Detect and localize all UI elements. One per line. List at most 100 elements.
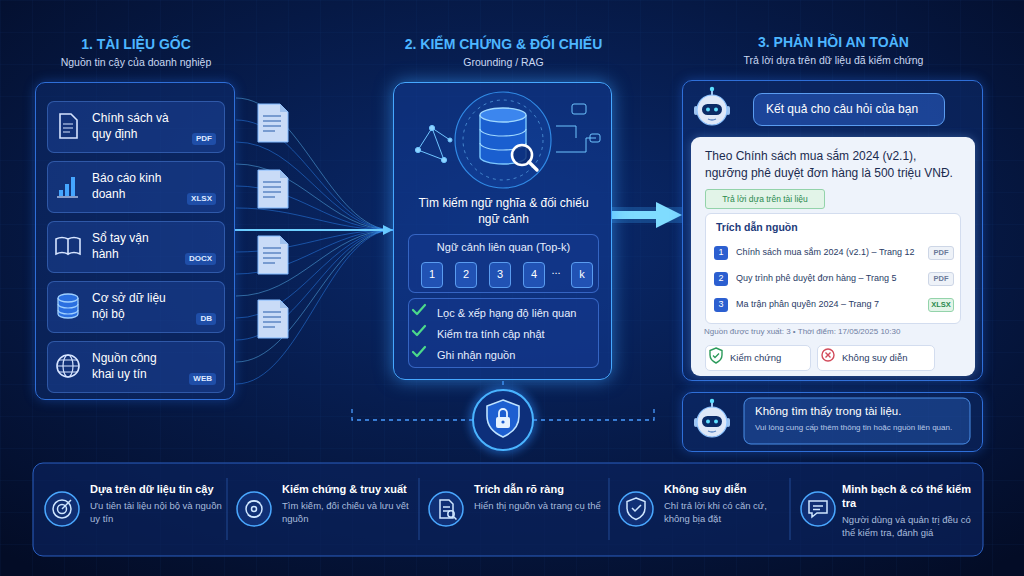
stream-line (236, 120, 393, 230)
document-pages (258, 104, 288, 338)
citation-text: Chính sách mua sắm 2024 (v2.1) – Trang 1… (736, 242, 922, 264)
stream-line (236, 98, 393, 230)
citation-box: Trích dẫn nguồn 1 Chính sách mua sắm 2024 … (705, 213, 961, 324)
rank-chip: 4 (523, 262, 545, 288)
feature-band (33, 463, 983, 556)
check-item: Lọc & xếp hạng độ liên quan (437, 307, 595, 321)
stream-line (236, 230, 393, 231)
check-item: Ghi nhận nguồn (437, 349, 595, 363)
stream-line (236, 230, 393, 362)
column-subtitle: Grounding / RAG (364, 56, 643, 69)
arrow-glow (612, 207, 682, 223)
data-streams (236, 98, 393, 384)
column-subtitle: Nguồn tin cậy của doanh nghiệp (26, 56, 246, 69)
source-name: Chính sách và quy định (92, 102, 172, 152)
feature-item: Kiểm chứng & truy xuấtTìm kiếm, đối chiế… (236, 478, 416, 540)
feature-text: Hiển thị nguồn và trang cụ thể (474, 500, 604, 513)
security-shield (469, 386, 537, 454)
format-tag: PDF (928, 272, 954, 286)
feature-item: Trích dẫn rõ ràngHiển thị nguồn và trang… (428, 478, 606, 540)
citation-text: Ma trận phân quyền 2024 – Trang 7 (736, 294, 922, 316)
source-icons (56, 114, 80, 377)
rank-chip: 1 (421, 262, 443, 288)
message-bubble (744, 398, 970, 444)
fallback-panel: Không tìm thấy trong tài liệu. Vui lòng c… (682, 392, 983, 452)
rank-number: 3 (490, 263, 510, 287)
source-item: Cơ sở dữ liệu nội bộ DB (47, 281, 225, 333)
chat-bubble: Kết quả cho câu hỏi của bạn (753, 93, 945, 126)
source-item: Báo cáo kinh doanhXLSX (47, 161, 225, 213)
rank-number: 2 (456, 263, 476, 287)
database-illustration (415, 92, 600, 188)
feature-title: Kiểm chứng & truy xuất (282, 483, 414, 497)
rank-chip: k (571, 262, 593, 288)
column-heading: 3. PHẢN HỒI AN TOÀN (683, 34, 984, 52)
stream-line (236, 230, 393, 340)
format-tag: XLSX (928, 298, 954, 312)
format-tag: DOCX (185, 253, 216, 265)
feature-item: Dựa trên dữ liệu tin cậy Ưu tiên tài liệu… (44, 478, 224, 540)
rank-chip: 3 (489, 262, 511, 288)
format-tag: WEB (189, 373, 216, 385)
flow-arrow (612, 211, 661, 219)
chat-message: Không tìm thấy trong tài liệu. (755, 404, 969, 418)
stream-line (236, 208, 393, 230)
answer-text: Theo Chính sách mua sắm 2024 (v2.1), ngư… (705, 148, 959, 183)
citation-number: 2 (714, 272, 728, 286)
feature-icons (45, 492, 835, 526)
column-subtitle: Trả lời dựa trên dữ liệu đã kiểm chứng (683, 54, 984, 67)
citation-number: 3 (714, 298, 728, 312)
citation-row: 2 Quy trình phê duyệt đơn hàng – Trang 5 P… (714, 268, 954, 293)
rank-number: 4 (524, 263, 544, 287)
stream-line (236, 142, 393, 230)
button-label: Kiểm chứng (730, 346, 781, 370)
format-tag: PDF (928, 246, 954, 260)
feature-text: Ưu tiên tài liệu nội bộ và nguồn uy tín (90, 500, 222, 526)
box-title: Ngữ cảnh liên quan (Top-k) (409, 241, 598, 255)
feature-text: Người dùng và quản trị đều có thể kiểm t… (842, 514, 976, 540)
feature-item: Không suy diễnChỉ trả lời khi có căn cứ,… (618, 478, 788, 540)
column-heading: 2. KIỂM CHỨNG & ĐỐI CHIẾU (364, 36, 643, 54)
button-icons (710, 348, 834, 363)
process-panel: 2. KIỂM CHỨNG & ĐỐI CHIẾUGrounding / RAG… (393, 82, 612, 380)
process-caption: Tìm kiếm ngữ nghĩa & đối chiếu ngữ cảnh (410, 196, 597, 227)
format-tag: PDF (192, 133, 216, 145)
feature-item: Minh bạch & có thể kiểm traNgười dùng và… (796, 478, 978, 545)
column-heading: 1. TÀI LIỆU GỐC (26, 36, 246, 54)
format-tag: XLSX (187, 193, 216, 205)
status-tag: Trả lời dựa trên tài liệu (705, 189, 825, 209)
citation-text: Quy trình phê duyệt đơn hàng – Trang 5 (736, 268, 922, 290)
feature-title: Dựa trên dữ liệu tin cậy (90, 483, 222, 497)
citation-number: 1 (714, 246, 728, 260)
feature-text: Chỉ trả lời khi có căn cứ, không bịa đặt (664, 500, 786, 526)
robot-avatars (694, 87, 730, 437)
citation-heading: Trích dẫn nguồn (716, 221, 798, 234)
citation-row: 1 Chính sách mua sắm 2024 (v2.1) – Trang … (714, 242, 954, 267)
flow-arrow (235, 229, 386, 231)
rank-number: 1 (422, 263, 442, 287)
source-name: Cơ sở dữ liệu nội bộ (92, 282, 172, 332)
context-box: Ngữ cảnh liên quan (Top-k) 1234 k (408, 234, 599, 293)
rank-number: k (572, 263, 592, 287)
status-tag: Trả lời dựa trên tài liệu (706, 190, 824, 208)
stream-line (236, 230, 393, 318)
answer-card: Theo Chính sách mua sắm 2024 (v2.1), ngư… (691, 137, 975, 376)
feature-title: Không suy diễn (664, 483, 786, 497)
chat-hint: Vui lòng cung cấp thêm thông tin hoặc ng… (755, 423, 969, 433)
source-name: Báo cáo kinh doanh (92, 162, 172, 212)
source-item: Nguồn công khai uy tínWEB (47, 341, 225, 393)
format-tag: DB (196, 313, 216, 325)
ellipsis-label: ... (545, 262, 567, 280)
feature-title: Minh bạch & có thể kiểm tra (842, 483, 976, 511)
checklist-box: Lọc & xếp hạng độ liên quanKiểm tra tính… (408, 298, 599, 368)
chat-message: Kết quả cho câu hỏi của bạn (766, 94, 940, 125)
citation-row: 3 Ma trận phân quyền 2024 – Trang 7 XLSX (714, 294, 954, 319)
source-name: Sổ tay vận hành (92, 222, 172, 272)
band-separators (227, 478, 790, 540)
source-name: Nguồn công khai uy tín (92, 342, 172, 392)
action-button: Không suy diễn (817, 345, 935, 371)
button-label: Không suy diễn (842, 346, 908, 370)
source-item: Chính sách và quy địnhPDF (47, 101, 225, 153)
